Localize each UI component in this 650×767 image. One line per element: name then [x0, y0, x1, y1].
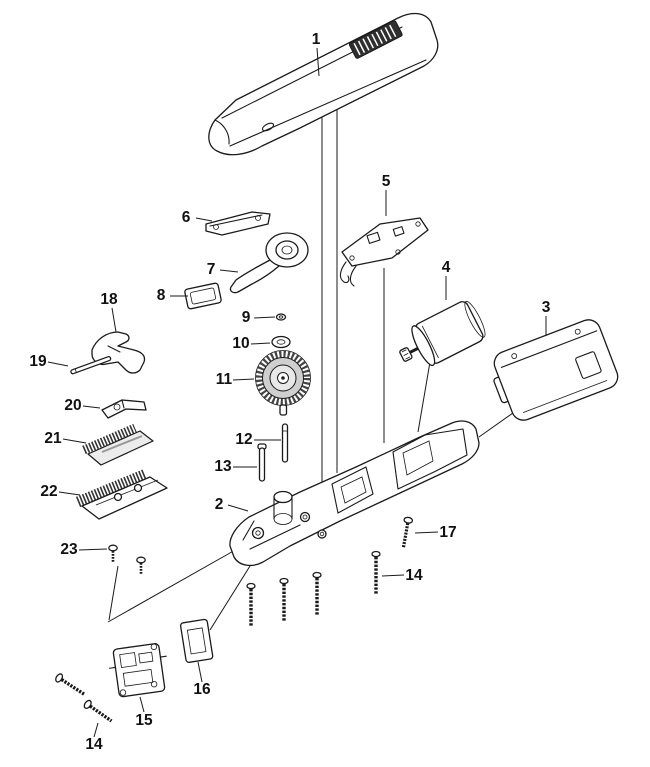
part-labels: 1 5 6 7 8 18 9 10 19 11 4 3 20 21 12 13 … [29, 31, 550, 753]
part-label-8: 8 [157, 287, 166, 304]
part-label-13: 13 [214, 458, 232, 475]
part-4-motor [399, 300, 486, 367]
part-label-9: 9 [242, 309, 251, 326]
part-6-bracket-plate [205, 211, 271, 236]
blade-teeth [75, 468, 149, 508]
part-label-15: 15 [135, 712, 153, 729]
part-label-14-right: 14 [405, 567, 423, 584]
part-label-4: 4 [442, 259, 451, 276]
leader-lines [47, 47, 547, 738]
blade-teeth [82, 423, 137, 455]
part-label-17: 17 [439, 524, 456, 541]
part-3-battery-pack [493, 319, 619, 421]
alignment-lines [107, 104, 521, 631]
part-label-7: 7 [207, 261, 216, 278]
part-12-eccentric-pin [281, 423, 289, 463]
part-10-washer [271, 335, 291, 349]
part-label-2: 2 [215, 496, 224, 513]
battery-indicator-grille [348, 20, 403, 59]
part-20-blade-bracket [101, 399, 147, 419]
part-label-6: 6 [182, 209, 191, 226]
part-11-drive-gear [255, 350, 311, 416]
part-label-10: 10 [232, 335, 249, 352]
part-label-16: 16 [193, 681, 211, 698]
part-label-3: 3 [542, 299, 551, 316]
part-9-small-washer [275, 313, 287, 321]
part-23-blade-screws [108, 544, 146, 575]
part-14-housing-screw-upper [55, 673, 86, 696]
part-14-chassis-screws [246, 550, 381, 626]
part-5-circuit-board [339, 217, 429, 287]
part-2-chassis [229, 420, 480, 567]
gear-teeth [255, 350, 311, 406]
part-17-mounting-screw [401, 516, 414, 549]
part-label-22: 22 [40, 483, 57, 500]
part-label-12: 12 [235, 431, 252, 448]
part-22-lower-blade [75, 468, 168, 520]
part-7-drive-lever [229, 232, 309, 294]
part-19-tension-rod [70, 356, 112, 375]
part-label-14-bottom: 14 [85, 736, 103, 753]
part-13-guide-pin [257, 443, 267, 482]
part-label-18: 18 [100, 291, 118, 308]
part-label-20: 20 [64, 397, 81, 414]
part-label-11: 11 [216, 371, 233, 388]
part-label-21: 21 [44, 430, 62, 447]
part-21-upper-blade [82, 423, 154, 466]
part-label-1: 1 [312, 31, 321, 48]
part-1-top-cover [208, 12, 439, 156]
part-15-switch-assembly [108, 643, 167, 698]
part-14-housing-screw-lower [83, 699, 113, 723]
part-label-23: 23 [60, 541, 78, 558]
part-8-slide-block [184, 282, 222, 310]
part-label-5: 5 [382, 173, 391, 190]
part-label-19: 19 [29, 353, 47, 370]
part-16-switch-frame [179, 618, 214, 663]
